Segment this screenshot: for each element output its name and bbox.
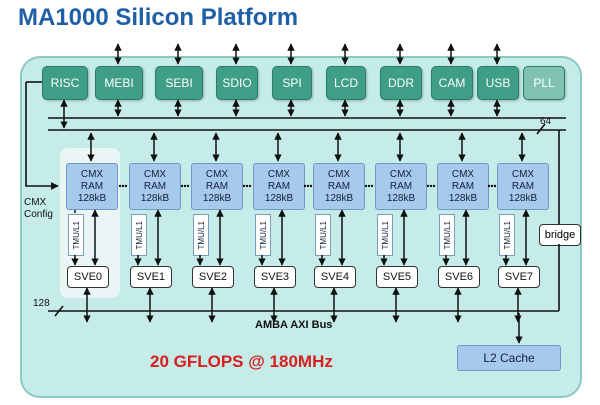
tmu-l1-0: TMU/L1 xyxy=(68,214,84,256)
peripheral-risc: RISC xyxy=(42,66,88,100)
sve-3: SVE3 xyxy=(254,266,296,288)
tmu-l1-7: TMU/L1 xyxy=(499,214,515,256)
peripheral-lcd: LCD xyxy=(326,66,366,100)
sve-0: SVE0 xyxy=(67,266,109,288)
peripheral-sdio: SDIO xyxy=(216,66,258,100)
sve-6: SVE6 xyxy=(438,266,480,288)
peripheral-pll: PLL xyxy=(523,66,565,100)
bridge-block: bridge xyxy=(539,224,581,246)
sve-1: SVE1 xyxy=(130,266,172,288)
tmu-l1-6: TMU/L1 xyxy=(439,214,455,256)
tmu-l1-1: TMU/L1 xyxy=(131,214,147,256)
bus-width-128: 128 xyxy=(33,298,50,309)
peripheral-ddr: DDR xyxy=(380,66,422,100)
peripheral-usb: USB xyxy=(477,66,519,100)
bus-width-64: 64 xyxy=(540,116,552,127)
page-title: MA1000 Silicon Platform xyxy=(18,4,299,31)
l2-cache: L2 Cache xyxy=(457,345,561,371)
tmu-l1-2: TMU/L1 xyxy=(193,214,209,256)
performance-label: 20 GFLOPS @ 180MHz xyxy=(150,352,333,371)
tmu-l1-3: TMU/L1 xyxy=(255,214,271,256)
tmu-l1-4: TMU/L1 xyxy=(315,214,331,256)
sve-7: SVE7 xyxy=(498,266,540,288)
peripheral-spi: SPI xyxy=(272,66,312,100)
tmu-l1-5: TMU/L1 xyxy=(377,214,393,256)
sve-5: SVE5 xyxy=(376,266,418,288)
